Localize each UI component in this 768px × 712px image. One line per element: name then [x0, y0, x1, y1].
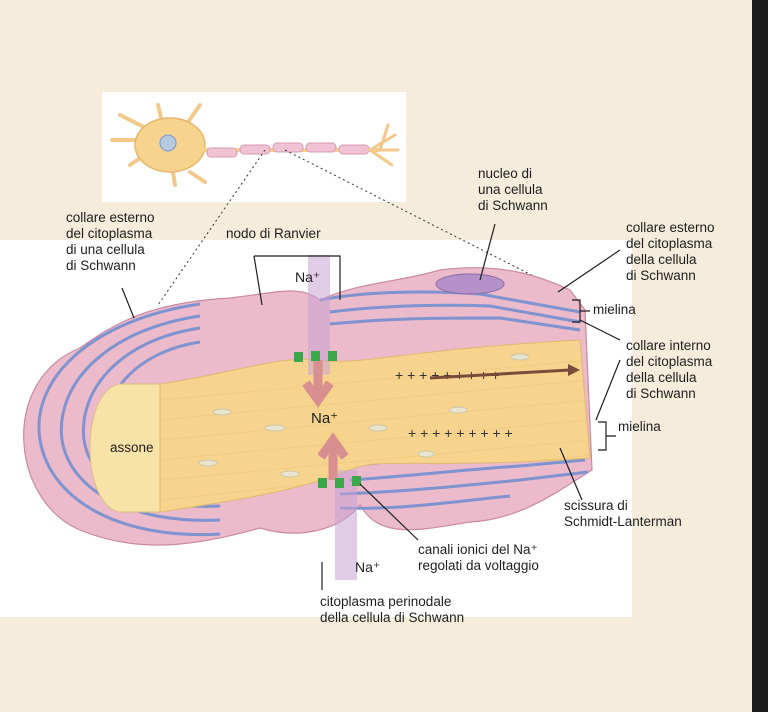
zoom-line-left: [157, 149, 266, 306]
positive-charges: + + + + + + + + + + + + + + + + + +: [395, 367, 513, 441]
label-perinodal-cytoplasm: citoplasma perinodale della cellula di S…: [320, 594, 465, 625]
label-node-of-ranvier: nodo di Ranvier: [226, 226, 321, 241]
label-ion-channels: canali ionici del Na⁺ regolati da voltag…: [418, 542, 539, 573]
svg-text:+ + + + + + + + +: + + + + + + + + +: [408, 425, 513, 441]
right-dark-band: [752, 0, 768, 712]
sodium-channels: [294, 351, 361, 488]
label-schwann-nucleus: nucleo di una cellula di Schwann: [478, 166, 548, 213]
neuron-illustration: [110, 103, 400, 187]
axon-shape: [89, 339, 591, 513]
label-schmidt-lanterman: scissura di Schmidt-Lanterman: [564, 498, 682, 529]
sodium-influx-bottom: [335, 470, 357, 580]
sodium-influx-top: [308, 255, 330, 375]
label-outer-collar-right: collare esterno del citoplasma della cel…: [626, 220, 715, 283]
zoom-line-right: [284, 149, 566, 293]
label-myelin-top: mielina: [593, 302, 636, 317]
label-axon: assone: [110, 440, 154, 455]
schwann-nucleus: [435, 273, 505, 295]
label-inner-collar: collare interno del citoplasma della cel…: [626, 338, 713, 401]
propagation-arrowhead: [568, 364, 580, 376]
na-label-top: Na⁺: [295, 269, 320, 285]
inflow-arrow-down: [302, 360, 334, 408]
label-myelin-bottom: mielina: [618, 419, 661, 434]
leader-lines: [121, 223, 621, 590]
propagation-arrow: [429, 368, 571, 380]
na-label-bottom: Na⁺: [355, 559, 380, 575]
na-label-center: Na⁺: [311, 410, 338, 427]
inflow-arrow-up: [317, 432, 349, 480]
label-outer-collar-left: collare esterno del citoplasma di una ce…: [66, 210, 155, 273]
svg-text:+ + + + + + + + +: + + + + + + + + +: [395, 367, 500, 383]
